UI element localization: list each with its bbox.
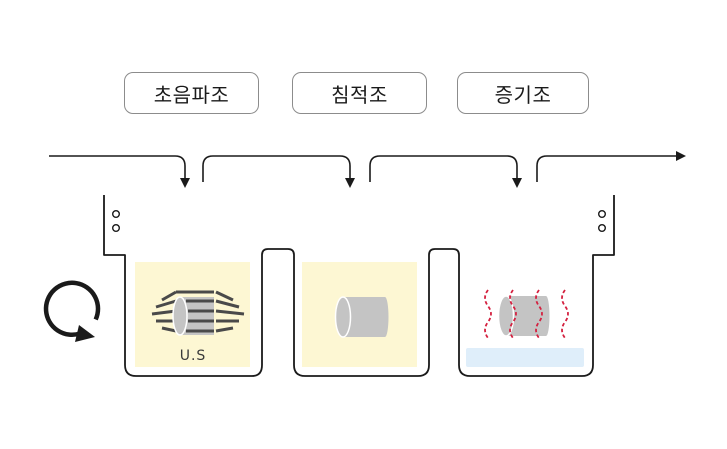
flow-out-arrow — [536, 151, 686, 182]
immersion-tank-part-cylinder — [334, 296, 389, 338]
condensate-pool — [466, 348, 584, 367]
right-port-holes — [598, 209, 607, 232]
flow-into-ultrasonic-arrow — [49, 155, 190, 188]
flow-to-immersion-arrow — [202, 155, 355, 188]
vapor-tank-part-cylinder — [497, 295, 550, 337]
cleaning-tank-outline — [103, 195, 615, 377]
ultrasonic-caption: U.S — [180, 348, 207, 364]
left-port-holes — [111, 209, 120, 232]
ultrasonic-tank-part-cylinder — [172, 296, 214, 336]
rotation-arrow-icon — [43, 280, 101, 342]
step-label-vapor-tank: 증기조 — [457, 72, 589, 114]
step-label-immersion-tank: 침적조 — [292, 72, 427, 114]
ultrasonic-overlay-lines — [176, 290, 214, 333]
ultrasonic-wave-icon — [151, 290, 245, 333]
step-label-ultrasonic-tank: 초음파조 — [124, 72, 259, 114]
transfer-flow-path — [49, 151, 686, 188]
flow-to-vapor-arrow — [369, 155, 522, 188]
vapor-wave-icon — [484, 289, 569, 339]
